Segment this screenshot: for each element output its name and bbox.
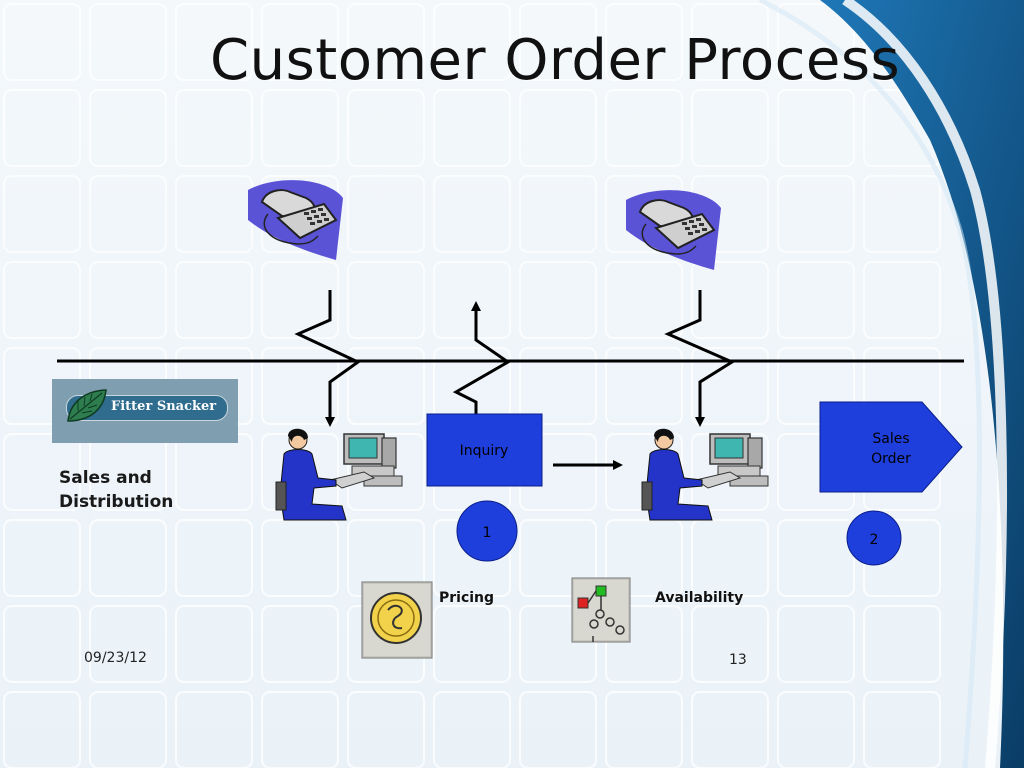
step-circle-1 (456, 500, 518, 562)
lane-label-line2: Distribution (59, 492, 174, 512)
lane-label-line1: Sales and (59, 468, 152, 488)
fitter-snacker-logo: Fitter Snacker (52, 379, 238, 443)
inquiry-box (426, 413, 543, 487)
telephone-icon-2 (625, 189, 722, 271)
slide-date: 09/23/12 (84, 650, 147, 666)
outbound-signal (452, 301, 511, 432)
inbound-call-signal-1 (294, 290, 361, 427)
clerk-at-computer-icon-2 (641, 427, 769, 521)
pricing-label: Pricing (439, 590, 495, 606)
sales-order-label-line1: Sales (872, 431, 909, 447)
telephone-icon-1 (247, 179, 344, 261)
pricing-icon (361, 581, 433, 659)
step-circle-2 (846, 510, 902, 566)
clerk-at-computer-icon-1 (275, 427, 403, 521)
slide-page-number: 13 (729, 652, 747, 668)
step-number-2: 2 (870, 532, 879, 548)
slide-title: Customer Order Process (210, 28, 901, 93)
inquiry-label: Inquiry (460, 443, 509, 459)
step-number-1: 1 (483, 525, 492, 541)
lane-label: Sales and Distribution (59, 466, 173, 514)
availability-icon (571, 577, 631, 643)
logo-text: Fitter Snacker (111, 399, 217, 414)
availability-label: Availability (655, 590, 744, 606)
inbound-call-signal-2 (664, 290, 736, 427)
sales-order-shape (819, 401, 963, 493)
leaf-icon (67, 389, 107, 422)
sales-order-label-line2: Order (871, 451, 911, 467)
